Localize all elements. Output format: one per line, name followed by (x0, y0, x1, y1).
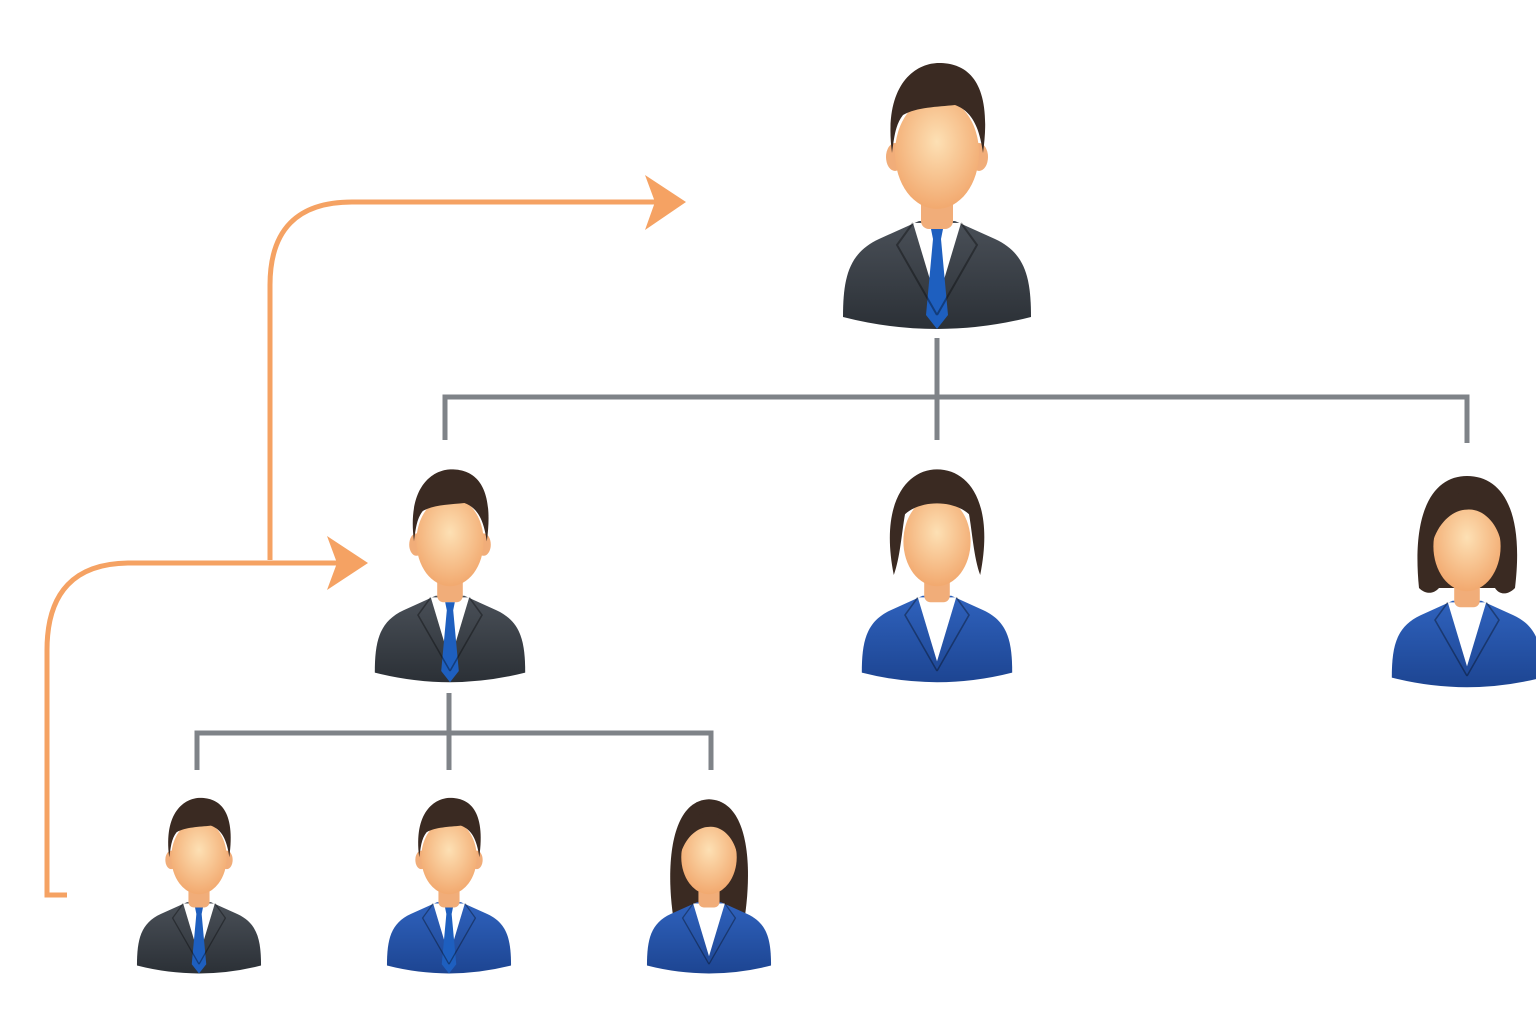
hair (890, 63, 986, 153)
hair-fringe (681, 812, 737, 852)
connector-level2-bar (442, 394, 1470, 443)
arrowhead-to-manager (327, 536, 368, 590)
hair (889, 469, 985, 575)
lapels (171, 903, 227, 965)
arrowhead-to-top (645, 175, 686, 230)
lapels (421, 903, 477, 965)
arrow-to-manager-line (44, 560, 338, 898)
shirt (1447, 602, 1487, 667)
hair (418, 797, 481, 858)
lapels (681, 903, 737, 965)
hair (412, 469, 489, 542)
lapels (904, 596, 970, 672)
people-nodes (136, 63, 1536, 974)
shirt (917, 597, 957, 662)
person-top-manager (843, 63, 1031, 329)
connector-lines (194, 338, 1470, 770)
person-manager (374, 469, 526, 683)
tie-icon (441, 602, 459, 683)
tie-icon (441, 907, 457, 974)
face (416, 496, 484, 587)
person-peer-1 (861, 469, 1013, 683)
face (421, 820, 477, 895)
face (171, 820, 227, 895)
person-peer-2 (1391, 476, 1536, 688)
tie-icon (191, 907, 207, 974)
shirt (693, 903, 725, 957)
person-staff-1 (136, 797, 262, 974)
lapels (1434, 601, 1500, 677)
face (895, 97, 979, 209)
hair (168, 797, 231, 858)
lapels (417, 596, 483, 672)
tie-icon (926, 229, 948, 329)
connector-level3-bar (194, 730, 714, 770)
lapels (895, 222, 979, 316)
face (1433, 501, 1501, 592)
person-staff-3 (646, 799, 772, 974)
face (681, 820, 737, 895)
person-staff-2 (386, 797, 512, 974)
arrow-to-top-line (267, 199, 655, 560)
promotion-arrows (44, 175, 686, 898)
face (903, 496, 971, 587)
hair-fringe (1433, 492, 1501, 540)
